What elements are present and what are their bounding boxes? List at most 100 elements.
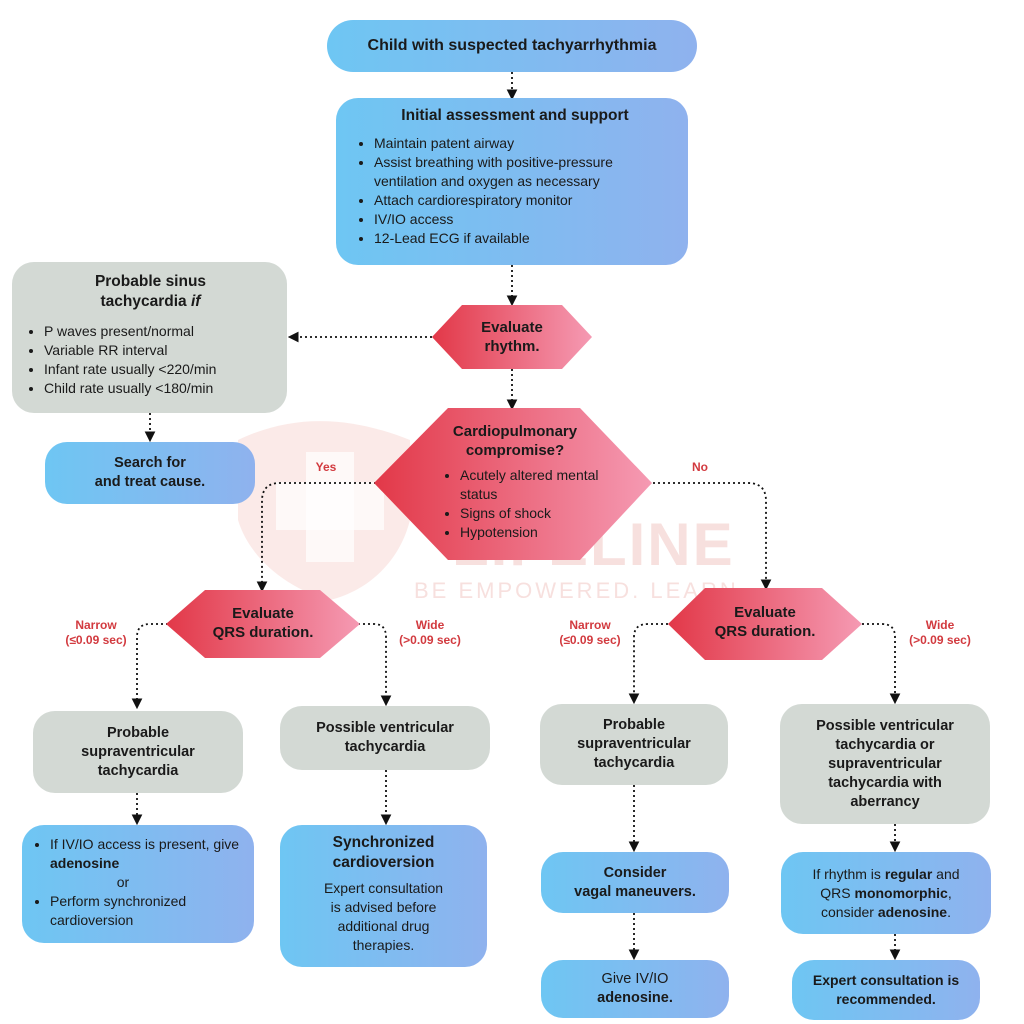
list-item: P waves present/normal [44, 322, 275, 341]
search-line1: Search for [114, 455, 186, 471]
start-box: Child with suspected tachyarrhythmia [327, 20, 697, 72]
arrow-no-branch [648, 482, 772, 591]
svt-left-box: Probable supraventricular tachycardia [33, 711, 243, 793]
rhythm-bold-adenosine: adenosine [877, 903, 948, 920]
start-label: Child with suspected tachyarrhythmia [367, 37, 657, 54]
arrow-qrsl-narrow [131, 623, 168, 710]
list-item: Attach cardiorespiratory monitor [374, 191, 674, 210]
narrow-label-line2: (≤0.09 sec) [559, 633, 621, 647]
expert-line1: Expert consultation is [812, 972, 960, 988]
cardio-line1: Cardiopulmonary [452, 423, 578, 440]
qrs-right-text: Evaluate QRS duration. [697, 603, 833, 641]
wide-label-line1: Wide [415, 618, 445, 632]
svt-left-line3: tachycardia [97, 762, 179, 779]
list-item: Assist breathing with positive-pressure … [374, 153, 674, 191]
search-cause-box: Search for and treat cause. [45, 442, 255, 504]
vagal-line2: vagal maneuvers. [574, 883, 696, 900]
list-item: Acutely altered mental status [460, 466, 600, 504]
svt-right-line1: Probable [602, 717, 666, 733]
narrow-label-left: Narrow (≤0.09 sec) [56, 618, 136, 648]
vt-right-line5: aberrancy [850, 793, 920, 810]
rhythm-text: and [936, 865, 960, 882]
sinus-tachycardia-box: Probable sinus tachycardia if P waves pr… [12, 262, 287, 413]
qrs-left-line2: QRS duration. [212, 624, 314, 641]
adenosine-left-box: If IV/IO access is present, give adenosi… [22, 825, 254, 943]
list-item: If IV/IO access is present, give adenosi… [50, 835, 246, 873]
wide-label-line2: (>0.09 sec) [399, 633, 461, 647]
sync-text-line3: additional drug [337, 918, 430, 934]
list-item: Maintain patent airway [374, 134, 674, 153]
diamond-evaluate-rhythm [432, 305, 592, 369]
rhythm-regular-line2: QRS monomorphic, [820, 884, 951, 903]
qrs-right-line2: QRS duration. [714, 623, 816, 640]
svt-right-line3: tachycardia [593, 755, 675, 771]
cardio-title: Cardiopulmonary compromise? [430, 422, 600, 460]
sync-text-line4: therapies. [352, 937, 415, 953]
rhythm-text: consider [821, 903, 874, 920]
rhythm-text: If rhythm is [812, 865, 881, 882]
initial-assessment-box: Initial assessment and support Maintain … [336, 98, 688, 265]
rhythm-bold-regular: regular [884, 865, 933, 882]
narrow-label-line2: (≤0.09 sec) [65, 633, 127, 647]
vt-left-line1: Possible ventricular [316, 720, 454, 736]
qrs-left-line1: Evaluate [232, 605, 294, 622]
list-item: IV/IO access [374, 210, 674, 229]
vagal-box: Consider vagal maneuvers. [541, 852, 729, 913]
svt-right-line2: supraventricular [577, 736, 691, 752]
cardio-text: Cardiopulmonary compromise? Acutely alte… [430, 422, 600, 542]
list-item: Hypotension [460, 523, 600, 542]
expert-line2: recommended. [836, 991, 936, 1007]
adenosine-left-text2: give [213, 836, 240, 852]
wide-label-line1: Wide [925, 618, 955, 632]
sync-cardioversion-box: Synchronized cardioversion Expert consul… [280, 825, 487, 967]
rhythm-regular-box: If rhythm is regular and QRS monomorphic… [781, 852, 991, 934]
narrow-label-line1: Narrow [75, 618, 117, 632]
evaluate-rhythm-line2: rhythm. [484, 338, 540, 355]
vt-right-box: Possible ventricular tachycardia or supr… [780, 704, 990, 824]
diamond-cardiopulmonary [374, 408, 652, 560]
sinus-title-if: if [191, 293, 201, 310]
sinus-title: Probable sinus tachycardia if [26, 272, 275, 312]
search-line2: and treat cause. [94, 474, 206, 490]
arrow-qrsr-narrow [628, 623, 668, 705]
list-item: Signs of shock [460, 504, 600, 523]
vt-left-box: Possible ventricular tachycardia [280, 706, 490, 770]
adenosine-left-text1: If IV/IO access is present, [50, 836, 210, 852]
rhythm-text: QRS [820, 884, 851, 901]
expert-box: Expert consultation is recommended. [792, 960, 980, 1020]
svt-left-line2: supraventricular [81, 743, 195, 760]
no-label: No [692, 460, 708, 474]
vt-right-line3: supraventricular [828, 755, 942, 772]
sync-text: Expert consultation is advised before ad… [288, 879, 479, 955]
narrow-label-line1: Narrow [569, 618, 611, 632]
list-item: Child rate usually <180/min [44, 379, 275, 398]
rhythm-regular-line1: If rhythm is regular and [812, 865, 959, 884]
list-item: Variable RR interval [44, 341, 275, 360]
watermark-tagline: BE EMPOWERED. LEARN [414, 578, 739, 603]
wide-label-right: Wide (>0.09 sec) [900, 618, 980, 648]
list-item: Infant rate usually <220/min [44, 360, 275, 379]
svt-right-box: Probable supraventricular tachycardia [540, 704, 728, 785]
rhythm-regular-line3: consider adenosine. [821, 903, 951, 922]
sinus-title-line2: tachycardia [100, 293, 187, 310]
evaluate-rhythm-text: Evaluate rhythm. [452, 318, 572, 356]
cardio-line2: compromise? [465, 442, 565, 459]
vagal-line1: Consider [603, 864, 667, 881]
vt-right-line2: tachycardia or [835, 736, 935, 753]
sync-title-line1: Synchronized [332, 834, 435, 851]
yes-label: Yes [315, 460, 337, 474]
vt-left-line2: tachycardia [344, 739, 426, 755]
initial-title: Initial assessment and support [401, 107, 629, 124]
narrow-label-right: Narrow (≤0.09 sec) [550, 618, 630, 648]
sync-title-line2: cardioversion [332, 854, 435, 871]
list-item: Perform synchronized cardioversion [50, 892, 246, 930]
diamond-qrs-right [668, 588, 862, 660]
sinus-title-line1: Probable sinus [94, 273, 207, 290]
cardio-list: Acutely altered mental status Signs of s… [430, 466, 600, 542]
arrow-yes-branch [256, 482, 376, 593]
adenosine-left-or: or [116, 874, 130, 890]
sync-text-line1: Expert consultation [323, 880, 444, 896]
rhythm-text: . [947, 903, 951, 920]
diamond-qrs-left [166, 590, 360, 658]
